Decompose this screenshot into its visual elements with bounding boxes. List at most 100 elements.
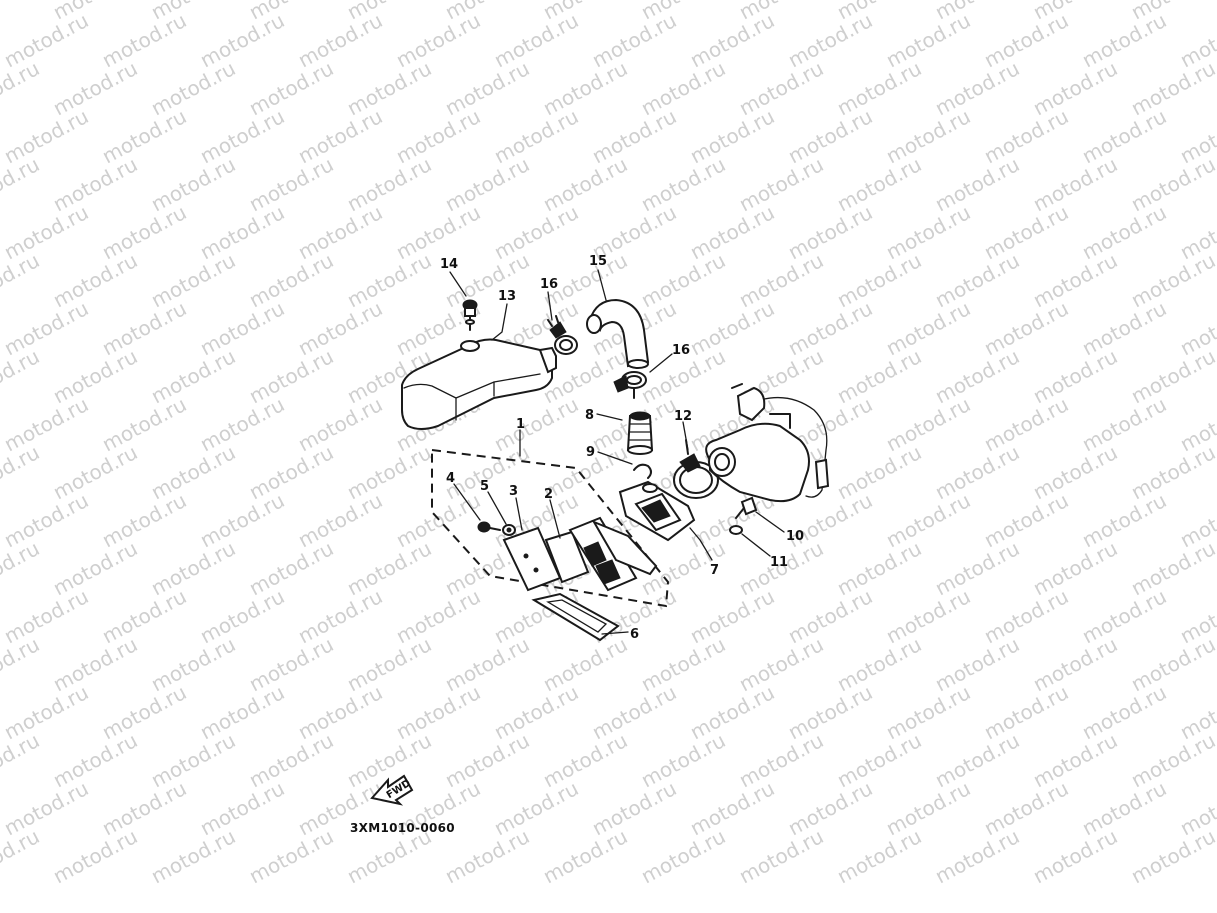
watermark-text: motod.ru <box>686 584 778 648</box>
watermark-text: motod.ru <box>490 104 582 168</box>
watermark-text: motod.ru <box>0 56 43 120</box>
part-2-reed <box>544 530 590 584</box>
watermark-text: motod.ru <box>98 584 190 648</box>
watermark-text: motod.ru <box>980 584 1072 648</box>
callout-11: 11 <box>770 555 788 570</box>
watermark-text: motod.ru <box>931 152 1023 216</box>
watermark-text: motod.ru <box>539 824 631 888</box>
watermark-text: motod.ru <box>1078 392 1170 456</box>
watermark-text: motod.ru <box>980 104 1072 168</box>
watermark-text: motod.ru <box>245 152 337 216</box>
watermark-text: motod.ru <box>1078 776 1170 840</box>
drawing-code: 3XM1010-0060 <box>350 821 455 835</box>
watermark-text: motod.ru <box>147 56 239 120</box>
watermark-text: motod.ru <box>0 392 92 456</box>
watermark-text: motod.ru <box>637 632 729 696</box>
carburetor-outline <box>705 383 830 503</box>
watermark-text: motod.ru <box>588 8 680 72</box>
watermark-text: motod.ru <box>1029 632 1121 696</box>
part-14-bolt <box>462 299 478 331</box>
watermark-text: motod.ru <box>147 824 239 888</box>
watermark-text: motod.ru <box>49 728 141 792</box>
watermark-text: motod.ru <box>931 344 1023 408</box>
callout-2: 2 <box>544 487 553 502</box>
watermark-text: motod.ru <box>490 776 582 840</box>
watermark-text: motod.ru <box>196 776 288 840</box>
watermark-text: motod.ru <box>147 248 239 312</box>
watermark-text: motod.ru <box>1078 200 1170 264</box>
watermark-text: motod.ru <box>294 8 386 72</box>
watermark-text: motod.ru <box>49 632 141 696</box>
watermark-text: motod.ru <box>539 152 631 216</box>
watermark-text: motod.ru <box>882 488 974 552</box>
watermark-text: motod.ru <box>931 536 1023 600</box>
watermark-text: motod.ru <box>1029 824 1121 888</box>
watermark-text: motod.ru <box>49 344 141 408</box>
watermark-text: motod.ru <box>294 200 386 264</box>
watermark-text: motod.ru <box>784 680 876 744</box>
watermark-text: motod.ru <box>98 776 190 840</box>
watermark-text: motod.ru <box>294 296 386 360</box>
watermark-text: motod.ru <box>441 728 533 792</box>
watermark-text: motod.ru <box>245 344 337 408</box>
watermark-text: motod.ru <box>833 728 925 792</box>
watermark-text: motod.ru <box>294 584 386 648</box>
part-4-screw <box>477 521 501 533</box>
watermark-text: motod.ru <box>0 584 92 648</box>
watermark-text: motod.ru <box>1127 824 1217 888</box>
callout-9: 9 <box>586 445 595 460</box>
callout-16-upper: 16 <box>540 277 558 292</box>
watermark-text: motod.ru <box>833 344 925 408</box>
fwd-arrow-icon: FWD <box>370 774 414 806</box>
watermark-text: motod.ru <box>1127 56 1217 120</box>
watermark-text: motod.ru <box>1078 488 1170 552</box>
watermark-text: motod.ru <box>637 56 729 120</box>
watermark-text: motod.ru <box>1078 584 1170 648</box>
watermark-text: motod.ru <box>1127 728 1217 792</box>
watermark-text: motod.ru <box>98 392 190 456</box>
watermark-text: motod.ru <box>833 248 925 312</box>
watermark-text: motod.ru <box>931 824 1023 888</box>
watermark-text: motod.ru <box>980 8 1072 72</box>
watermark-text: motod.ru <box>980 776 1072 840</box>
callout-labels: 14 13 16 15 16 8 9 12 1 4 5 3 2 6 7 10 1… <box>440 254 804 642</box>
watermark-text: motod.ru <box>686 8 778 72</box>
watermark-text: motod.ru <box>931 440 1023 504</box>
watermark-text: motod.ru <box>196 680 288 744</box>
watermark-text: motod.ru <box>637 728 729 792</box>
watermark-text: motod.ru <box>196 104 288 168</box>
watermark-text: motod.ru <box>588 104 680 168</box>
watermark-text: motod.ru <box>686 680 778 744</box>
watermark-text: motod.ru <box>882 104 974 168</box>
watermark-text: motod.ru <box>294 488 386 552</box>
watermark-text: motod.ru <box>392 8 484 72</box>
watermark-text: motod.ru <box>490 8 582 72</box>
watermark-text: motod.ru <box>245 728 337 792</box>
watermark-text: motod.ru <box>882 8 974 72</box>
watermark-text: motod.ru <box>686 296 778 360</box>
watermark-text: motod.ru <box>245 824 337 888</box>
watermark-text: motod.ru <box>833 632 925 696</box>
watermark-text: motod.ru <box>637 824 729 888</box>
watermark-text: motod.ru <box>0 632 43 696</box>
watermark-text: motod.ru <box>1127 632 1217 696</box>
watermark-text: motod.ru <box>98 296 190 360</box>
watermark-text: motod.ru <box>0 680 92 744</box>
watermark-text: motod.ru <box>980 200 1072 264</box>
watermark-text: motod.ru <box>441 56 533 120</box>
watermark-text: motod.ru <box>784 776 876 840</box>
watermark-text: motod.ru <box>245 536 337 600</box>
watermark-text: motod.ru <box>637 152 729 216</box>
watermark-text: motod.ru <box>49 536 141 600</box>
watermark-text: motod.ru <box>882 392 974 456</box>
watermark-text: motod.ru <box>833 824 925 888</box>
watermark-text: motod.ru <box>784 200 876 264</box>
watermark-text: motod.ru <box>98 8 190 72</box>
watermark-text: motod.ru <box>0 488 92 552</box>
watermark-text: motod.ru <box>588 680 680 744</box>
watermark-text: motod.ru <box>931 56 1023 120</box>
watermark-text: motod.ru <box>0 536 43 600</box>
watermark-text: motod.ru <box>931 632 1023 696</box>
watermark-text: motod.ru <box>1029 536 1121 600</box>
